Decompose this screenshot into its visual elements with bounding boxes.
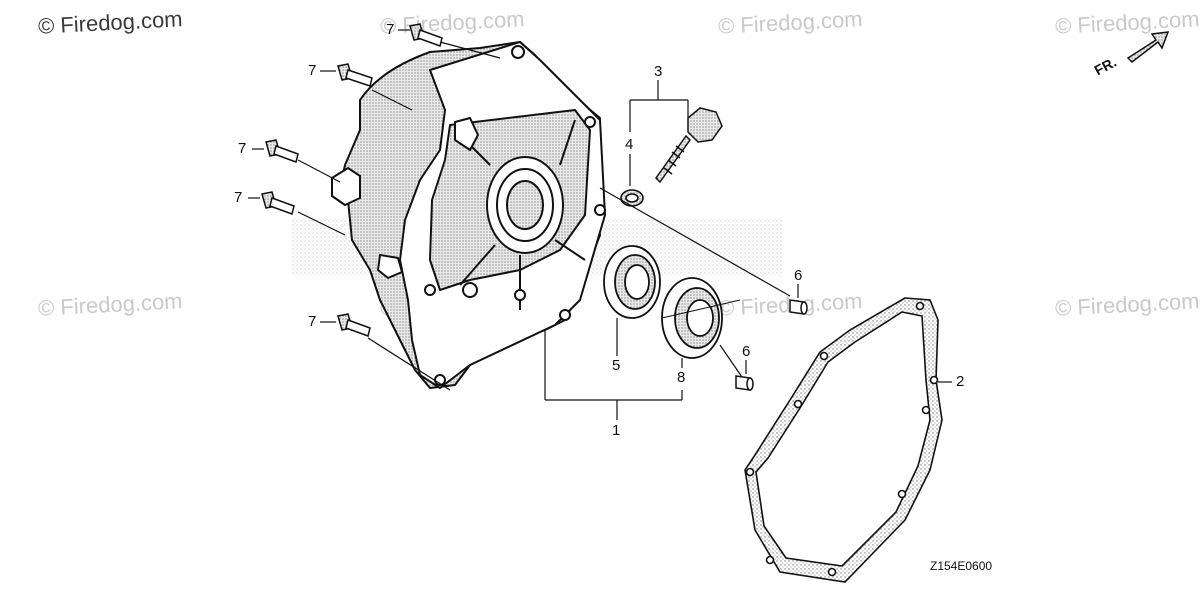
bolt	[261, 191, 295, 215]
radial-ball-bearing	[661, 277, 741, 359]
bolt	[337, 313, 371, 337]
assembly-axis-lines	[599, 187, 791, 381]
callout-2: 2	[956, 373, 965, 390]
bolt	[409, 23, 443, 47]
callout-7: 7	[308, 62, 317, 79]
bolt-leader-lines	[297, 41, 501, 391]
callout-8: 8	[677, 369, 686, 386]
o-ring	[620, 189, 644, 207]
callout-5: 5	[612, 357, 621, 374]
diagram-code: Z154E0600	[930, 559, 993, 573]
callout-6: 6	[794, 267, 803, 284]
callout-1: 1	[612, 422, 621, 439]
flange-bolts	[261, 23, 443, 337]
callout-4: 4	[625, 136, 634, 153]
oil-filler-cap-dipstick	[655, 107, 723, 184]
dowel-pin	[735, 375, 754, 391]
callout-3: 3	[654, 63, 663, 80]
callout-7: 7	[234, 189, 243, 206]
callout-leaders	[248, 29, 952, 420]
callout-7: 7	[238, 140, 247, 157]
oil-seal	[603, 245, 661, 319]
bolt	[337, 63, 373, 87]
callout-7: 7	[308, 313, 317, 330]
cover-gasket	[744, 297, 943, 583]
bolt	[265, 139, 299, 163]
front-direction-arrow	[1126, 31, 1170, 63]
crankcase-cover	[331, 41, 606, 389]
callout-7: 7	[386, 21, 395, 38]
dowel-pin	[789, 299, 808, 315]
callout-6: 6	[742, 343, 751, 360]
